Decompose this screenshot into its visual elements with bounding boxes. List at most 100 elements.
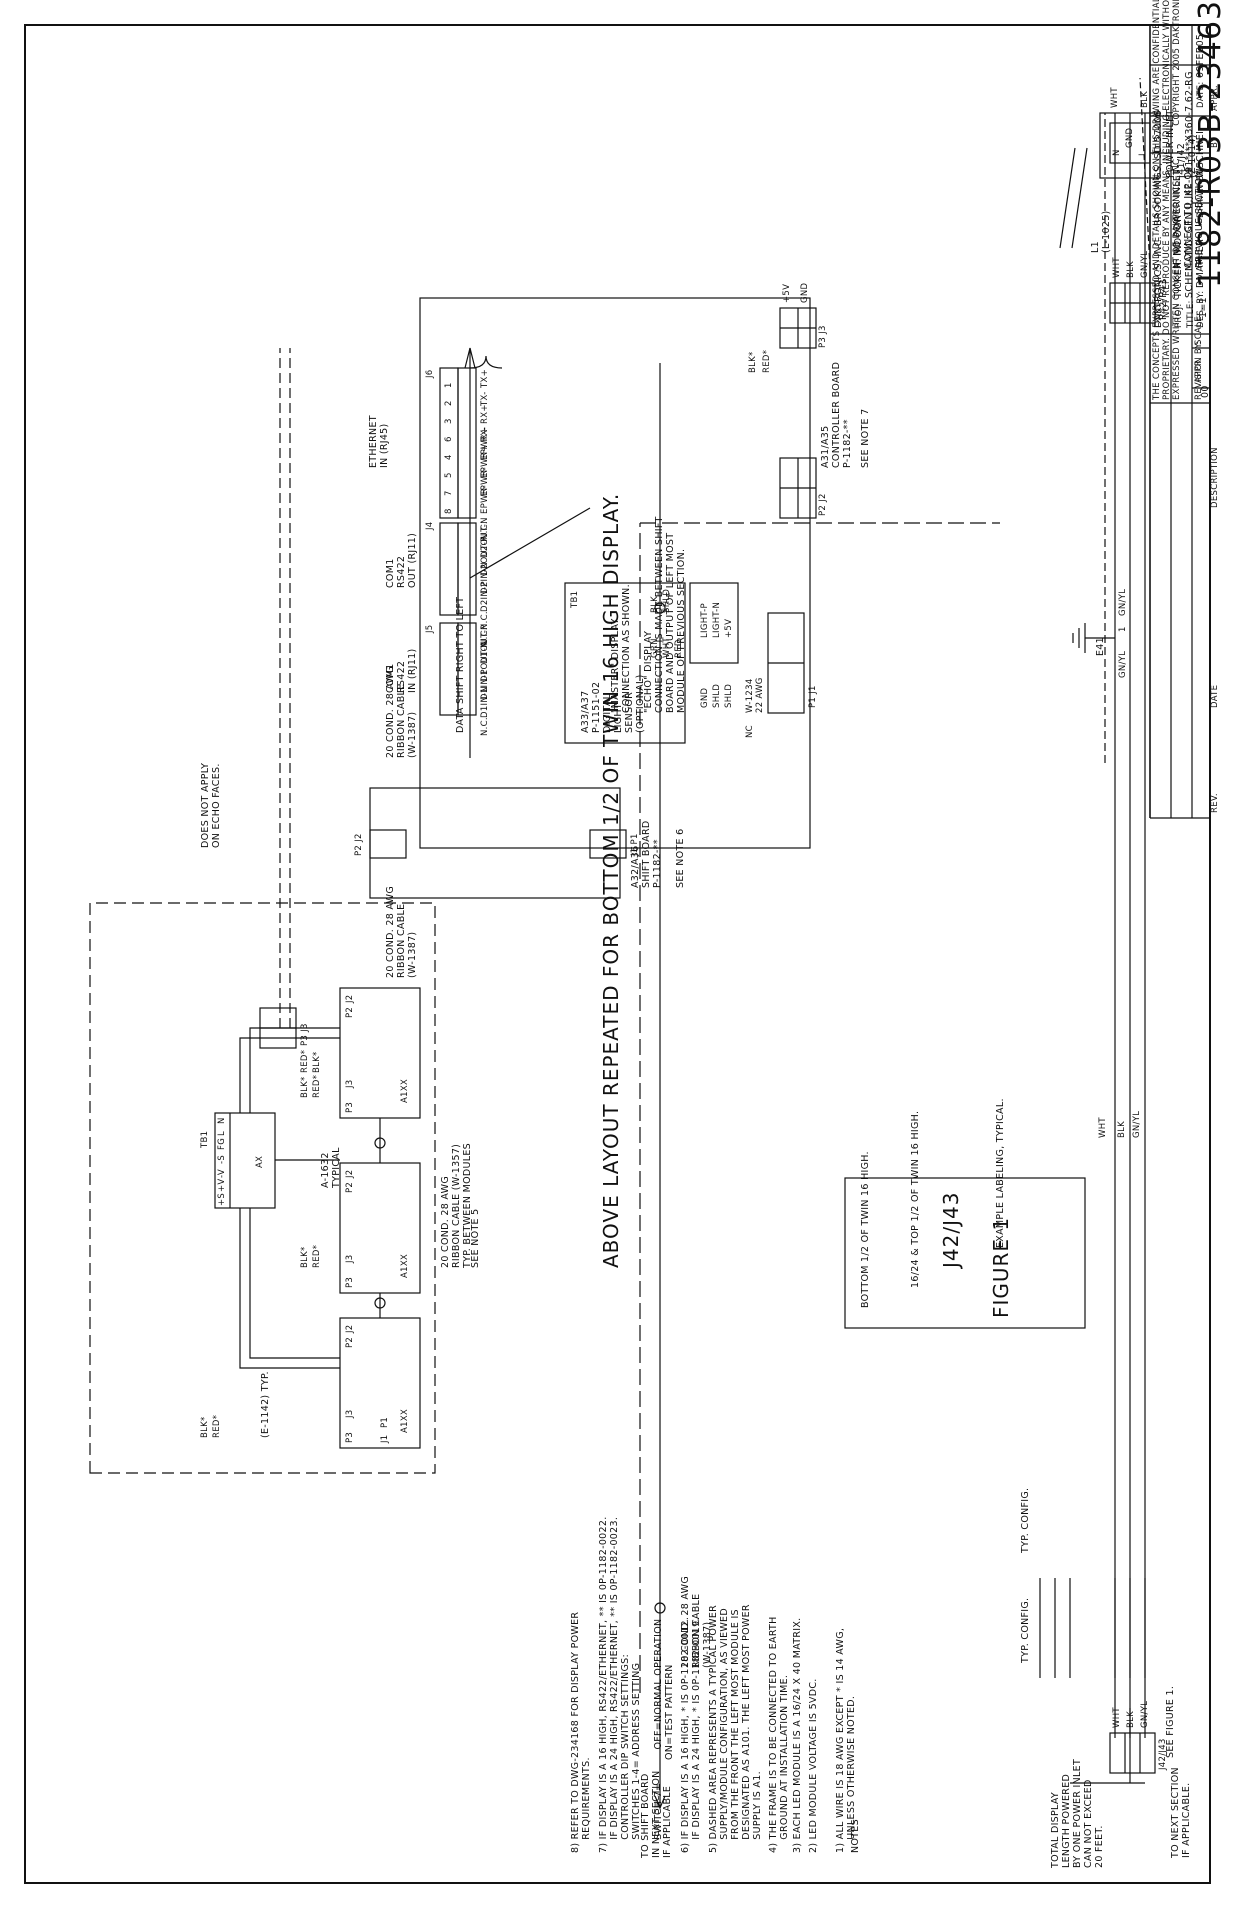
shift-board-outline — [369, 787, 621, 899]
light-pin-4: GND — [700, 687, 710, 708]
eth-num-6: 6 — [444, 436, 454, 442]
e41-label: E41 — [1095, 637, 1106, 656]
mod-blk-1: BLK* — [200, 1416, 210, 1438]
eth-num-5: 5 — [444, 472, 454, 478]
data-shift-label: DATA SHIFT RIGHT TO LEFT — [455, 596, 466, 733]
note-3: 3) EACH LED MODULE IS A 16/24 X 40 MATRI… — [792, 1617, 803, 1853]
module3-p2: P2 — [345, 1006, 355, 1018]
controller-j5: J5 — [425, 624, 435, 633]
e41-gnyl-left: GN/YL — [1118, 650, 1128, 678]
module1-a1xx: A1XX — [400, 1408, 410, 1433]
light-pin-3: +5V — [724, 618, 734, 638]
controller-p1j1: P1 J1 — [808, 685, 818, 708]
shift-p3j3: P3 J3 — [300, 1023, 310, 1046]
revision-number: 00 — [1200, 385, 1211, 398]
controller-board-outline — [419, 297, 811, 849]
controller-j6: J6 — [425, 369, 435, 378]
e41-ground — [1072, 623, 1115, 653]
mod-red-3: RED* — [312, 1074, 322, 1098]
psu-pin-l: L — [217, 1130, 227, 1136]
controller-red: RED* — [762, 349, 772, 373]
p42-wire-blk: BLK — [1126, 260, 1136, 278]
module3-j2: J2 — [345, 994, 355, 1003]
e1142-typ: (E-1142) TYP. — [260, 1371, 271, 1438]
mod-blk-2: BLK* — [300, 1246, 310, 1268]
e41-pin: 1 — [1118, 626, 1128, 632]
controller-j4: J4 — [425, 521, 435, 530]
note-6: 6) IF DISPLAY IS A 16 HIGH, * IS 0P-1182… — [680, 1616, 702, 1853]
psu-pin-n: N — [217, 1117, 227, 1124]
shift-ribbon-2: 20 COND. 28 AWG RIBBON CABLE (W-1387) — [385, 885, 418, 978]
l1-label: L1 (L-1025) — [1090, 210, 1112, 253]
module1-j2: J2 — [345, 1324, 355, 1333]
a1632-typical: A-1632 TYPICAL — [320, 1147, 342, 1188]
eth-num-1: 1 — [444, 382, 454, 388]
module2-p3: P3 — [345, 1276, 355, 1288]
see-note-5: SEE NOTE 5 — [470, 1208, 481, 1268]
controller-blk: BLK* — [748, 351, 758, 373]
note-4: 4) THE FRAME IS TO BE CONNECTED TO EARTH… — [768, 1616, 790, 1853]
note-5: 5) DASHED AREA REPRESENTS A TYPICAL POWE… — [708, 1604, 763, 1853]
company-name: DAKTRONICS, INC. BROOKINGS, SD 57006 — [1153, 110, 1164, 328]
repeated-layout-note: ABOVE LAYOUT REPEATED FOR BOTTOM 1/2 OF … — [599, 492, 623, 1268]
com-in-pin-6: N.C. — [480, 717, 490, 736]
controller-p3j3: P3 J3 — [818, 325, 828, 348]
typ-config-2: TYP. CONFIG. — [1020, 1487, 1031, 1553]
eth-num-8: 8 — [444, 508, 454, 514]
total-display-note: TOTAL DISPLAY LENGTH POWERED BY ONE POWE… — [1050, 1758, 1105, 1868]
rev-header-description: DESCRIPTION — [1210, 447, 1220, 508]
light-pin-2: LIGHT-N — [712, 601, 722, 638]
drawing-number: 1182-R03B-234636 — [1193, 0, 1228, 288]
com1-out-label: COM1 RS422 OUT (RJ11) — [385, 532, 418, 588]
typ-config-lines — [1039, 1578, 1146, 1678]
module1-j1: J1 — [380, 1434, 390, 1443]
controller-pin-gnd: GND — [800, 282, 810, 303]
module3-p3: P3 — [345, 1101, 355, 1113]
power-bus — [1114, 113, 1146, 1738]
power-inlet-l: L — [1138, 150, 1148, 156]
eth-num-4: 4 — [444, 454, 454, 460]
module3-j3: J3 — [345, 1079, 355, 1088]
note-1: 1) ALL WIRE IS 18 AWG EXCEPT * IS 14 AWG… — [835, 1627, 857, 1853]
shift-blk: BLK* — [312, 1051, 322, 1073]
module2-a1xx: A1XX — [400, 1253, 410, 1278]
to-next-section: TO NEXT SECTION IF APPLICABLE. — [1170, 1767, 1192, 1858]
psu-pin-fg: FG — [217, 1137, 227, 1150]
psu-tb1: TB1 — [200, 1130, 210, 1148]
rev-header-date: DATE — [1210, 684, 1220, 708]
eth-pin-3: RX+ — [480, 404, 490, 424]
p42-connector — [1109, 282, 1156, 324]
module2-p2: P2 — [345, 1181, 355, 1193]
mod-blk-3: BLK* — [300, 1076, 310, 1098]
proj-label: PROJ: — [1174, 303, 1184, 328]
module-area-dashed — [89, 902, 436, 1474]
eth-pin-8: EPWR- — [480, 484, 490, 514]
no-echo-note: DOES NOT APPLY ON ECHO FACES. — [200, 762, 222, 848]
controller-pin-5v: +5V — [782, 283, 792, 303]
figure1-subtitle: EXAMPLE LABELING, TYPICAL. — [995, 1098, 1006, 1248]
rev-header-rev: REV. — [1210, 793, 1220, 813]
module1-j3: J3 — [345, 1409, 355, 1418]
psu-pin-v-minus: -V — [217, 1169, 227, 1178]
com-out-pin-5: D2IN-P — [480, 581, 490, 612]
light-pin-6: SHLD — [724, 683, 734, 708]
p42-wire-gnyl: GN/YL — [1140, 250, 1150, 278]
left-j42: J42/J43 — [1158, 1738, 1168, 1770]
bus-blk: BLK — [1117, 1120, 1127, 1138]
mod-red-1: RED* — [212, 1414, 222, 1438]
ethernet-label: ETHERNET IN (RJ45) — [368, 415, 390, 468]
sensor-nc: NC — [745, 725, 755, 738]
figure1-label: J42/J43 — [939, 1191, 963, 1268]
module2-j2: J2 — [345, 1169, 355, 1178]
power-inlet-wht: WHT — [1110, 87, 1120, 108]
controller-note: SEE NOTE 7 — [860, 408, 871, 468]
bus-gnyl: GN/YL — [1132, 1110, 1142, 1138]
appr-label: APPR. BY: — [1194, 340, 1204, 383]
project-name: TICKER: INDOOR — [1173, 215, 1184, 298]
controller-p2j2: P2 J2 — [818, 493, 828, 516]
light-pin-5: SHLD — [712, 683, 722, 708]
p42-wire-wht: WHT — [1112, 257, 1122, 278]
power-inlet-box — [1099, 77, 1161, 269]
power-inlet-blk: BLK — [1140, 90, 1150, 108]
